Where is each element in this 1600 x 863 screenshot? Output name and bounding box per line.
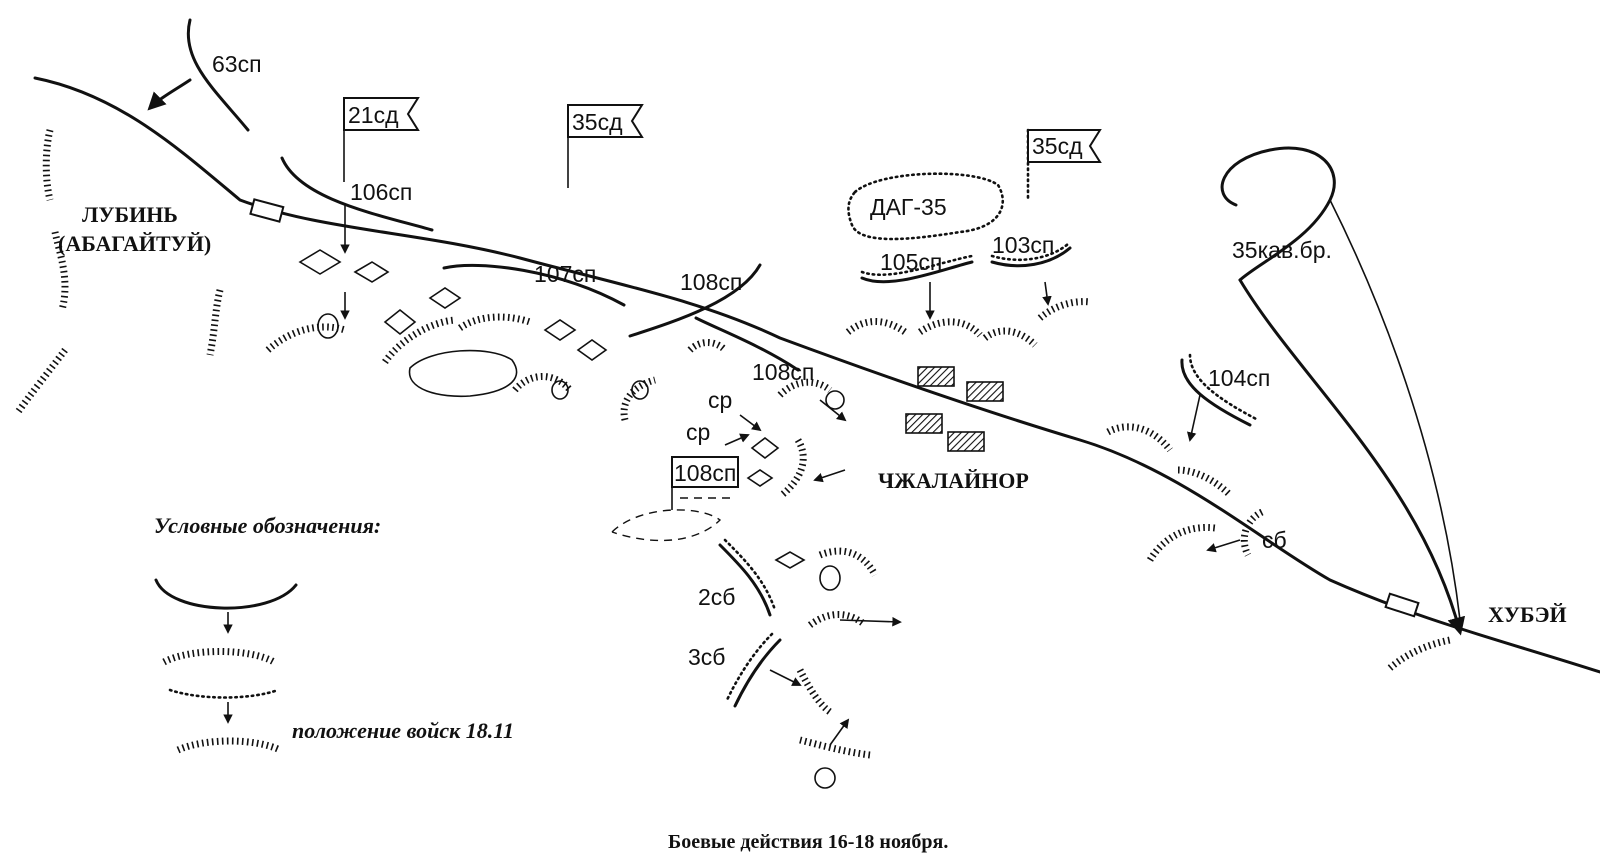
- label-108sp-b: 108сп: [752, 359, 814, 385]
- station-lubin: [249, 198, 285, 223]
- defense-lines: [15, 129, 1451, 759]
- label-sr-a: ср: [708, 387, 732, 413]
- map-caption: Боевые действия 16-18 ноября.: [668, 831, 948, 853]
- svg-text:108сп: 108сп: [674, 460, 736, 486]
- station-khubei: [1384, 592, 1420, 618]
- label-108sp-a: 108сп: [680, 269, 742, 295]
- zhalainor-buildings: [905, 366, 1004, 452]
- label-103sp: 103сп: [992, 232, 1054, 258]
- legend-title: Условные обозначения:: [154, 513, 381, 538]
- town-lubin: ЛУБИНЬ: [82, 202, 178, 227]
- unit-symbols: [298, 205, 1241, 789]
- flag-35sd-b: 35сд: [1026, 128, 1102, 200]
- town-khubei: ХУБЭЙ: [1488, 602, 1567, 627]
- svg-text:21сд: 21сд: [348, 102, 399, 128]
- flag-108sp-hq: 108сп: [671, 456, 739, 510]
- label-sr-b: ср: [686, 419, 710, 445]
- label-63sp: 63сп: [212, 51, 262, 77]
- town-zhalainor: ЧЖАЛАЙНОР: [878, 468, 1029, 493]
- label-2sb: 2сб: [698, 584, 735, 610]
- legend: Условные обозначения: положение войск 18…: [154, 513, 514, 754]
- label-104sp: 104сп: [1208, 365, 1270, 391]
- terrain-outlines: [408, 349, 722, 542]
- positions-1811: [723, 242, 1260, 702]
- dag35-artillery-group: ДАГ-35: [847, 172, 1004, 241]
- svg-text:35сд: 35сд: [572, 109, 623, 135]
- label-106sp: 106сп: [350, 179, 412, 205]
- svg-text:35сд: 35сд: [1032, 133, 1083, 159]
- label-sb: сб: [1262, 527, 1287, 553]
- flag-21sd: 21сд: [343, 97, 420, 182]
- flag-35sd-a: 35сд: [567, 104, 644, 188]
- svg-text:ДАГ-35: ДАГ-35: [870, 194, 947, 220]
- legend-item-1811: положение войск 18.11: [292, 718, 514, 743]
- positions-1711: [147, 18, 1466, 708]
- town-abagaitui: (АБАГАЙТУЙ): [58, 231, 211, 256]
- label-3sb: 3сб: [688, 644, 725, 670]
- railway-line: [33, 76, 1600, 674]
